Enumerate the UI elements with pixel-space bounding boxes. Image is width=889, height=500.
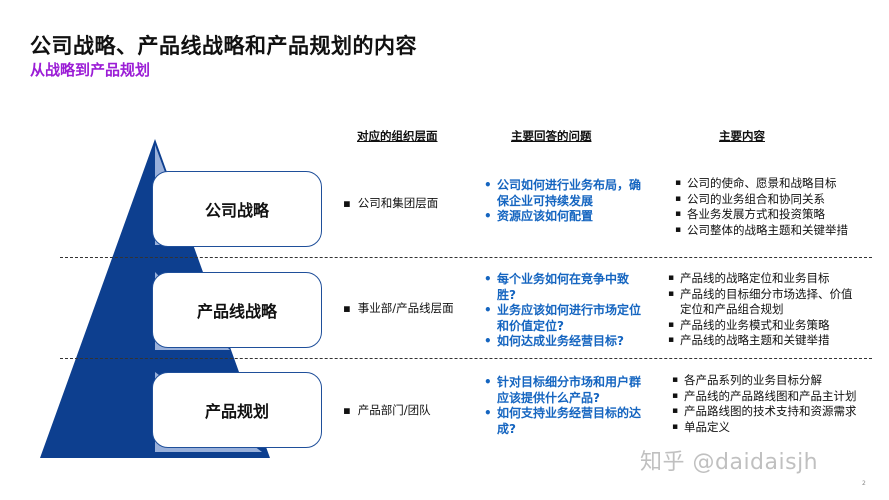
question-item: 业务应该如何进行市场定位和价值定位? bbox=[483, 303, 643, 334]
question-item: 资源应该如何配置 bbox=[483, 209, 643, 225]
level-box-product-planning: 产品规划 bbox=[152, 372, 322, 448]
row-divider bbox=[60, 257, 872, 258]
content-item: 产品线的战略主题和关键举措 bbox=[668, 333, 858, 349]
content-item: 产品线的目标细分市场选择、价值定位和产品组合规划 bbox=[668, 287, 858, 318]
page-title: 公司战略、产品线战略和产品规划的内容 bbox=[30, 34, 417, 58]
content-item: 单品定义 bbox=[672, 420, 857, 436]
question-item: 针对目标细分市场和用户群应该提供什么产品? bbox=[483, 375, 643, 406]
content-item: 产品线的业务模式和业务策略 bbox=[668, 318, 858, 334]
content-item: 产品线的产品路线图和产品主计划 bbox=[672, 389, 857, 405]
level-box-productline-strategy: 产品线战略 bbox=[152, 272, 322, 348]
contents-productline: 产品线的战略定位和业务目标 产品线的目标细分市场选择、价值定位和产品组合规划 产… bbox=[668, 271, 858, 349]
contents-product: 各产品系列的业务目标分解 产品线的产品路线图和产品主计划 产品路线图的技术支持和… bbox=[672, 373, 857, 435]
content-item: 公司的业务组合和协同关系 bbox=[675, 192, 848, 208]
row-divider bbox=[60, 358, 872, 359]
questions-productline: 每个业务如何在竞争中致胜? 业务应该如何进行市场定位和价值定位? 如何达成业务经… bbox=[483, 272, 643, 350]
content-item: 产品线的战略定位和业务目标 bbox=[668, 271, 858, 287]
question-item: 如何支持业务经营目标的达成? bbox=[483, 406, 643, 437]
level-box-company-strategy: 公司战略 bbox=[152, 171, 322, 247]
question-item: 每个业务如何在竞争中致胜? bbox=[483, 272, 643, 303]
question-item: 公司如何进行业务布局，确保企业可持续发展 bbox=[483, 178, 643, 209]
questions-company: 公司如何进行业务布局，确保企业可持续发展 资源应该如何配置 bbox=[483, 178, 643, 225]
org-level-productline: ▪事业部/产品线层面 bbox=[343, 301, 454, 315]
org-level-company: ▪公司和集团层面 bbox=[343, 196, 439, 210]
questions-product: 针对目标细分市场和用户群应该提供什么产品? 如何支持业务经营目标的达成? bbox=[483, 375, 643, 437]
content-item: 产品路线图的技术支持和资源需求 bbox=[672, 404, 857, 420]
watermark: 知乎 @daidaisjh bbox=[640, 450, 819, 475]
org-level-product: ▪产品部门/团队 bbox=[343, 403, 431, 417]
page-subtitle: 从战略到产品规划 bbox=[30, 61, 151, 79]
content-item: 各产品系列的业务目标分解 bbox=[672, 373, 857, 389]
page-number: 2 bbox=[862, 480, 866, 487]
content-item: 公司整体的战略主题和关键举措 bbox=[675, 223, 848, 239]
column-header-questions: 主要回答的问题 bbox=[511, 129, 592, 143]
content-item: 各业务发展方式和投资策略 bbox=[675, 207, 848, 223]
contents-company: 公司的使命、愿景和战略目标 公司的业务组合和协同关系 各业务发展方式和投资策略 … bbox=[675, 176, 848, 238]
content-item: 公司的使命、愿景和战略目标 bbox=[675, 176, 848, 192]
question-item: 如何达成业务经营目标? bbox=[483, 334, 643, 350]
column-header-org: 对应的组织层面 bbox=[357, 129, 438, 143]
column-header-contents: 主要内容 bbox=[719, 129, 765, 143]
